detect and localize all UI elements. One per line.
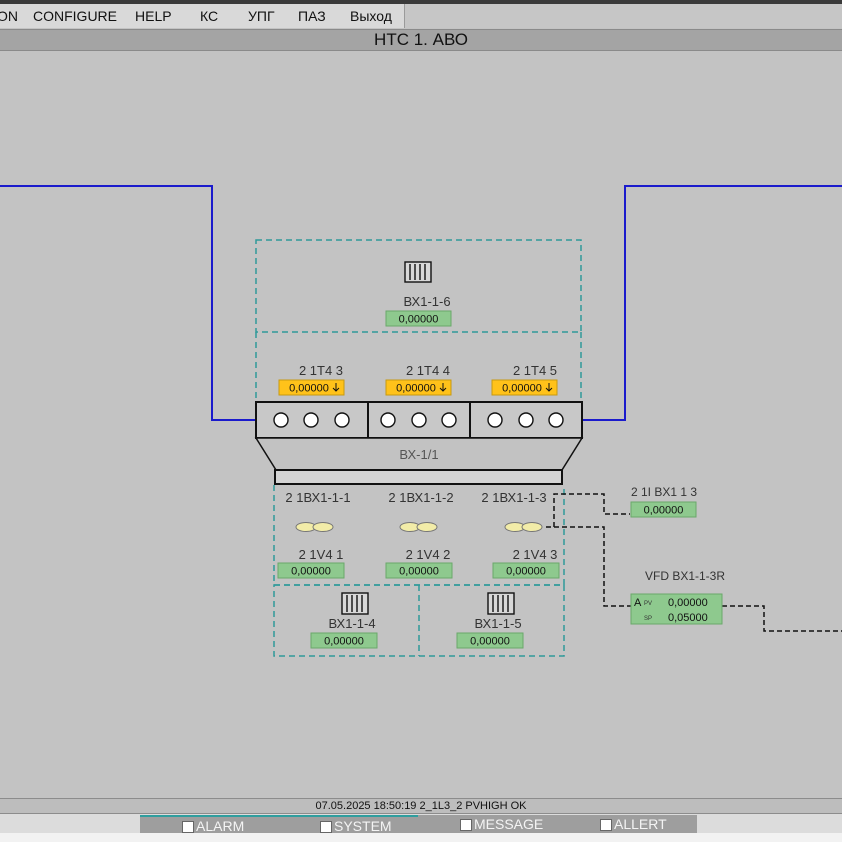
- temp-value-2: 0,00000: [396, 383, 436, 395]
- radiator-icon[interactable]: [404, 261, 432, 283]
- bottom-radiator-value-box-1[interactable]: [310, 632, 378, 649]
- signal-line: [546, 493, 842, 632]
- top-radiator-value: 0,00000: [399, 314, 439, 326]
- vib-value-1: 0,00000: [291, 566, 331, 578]
- vib-value-3: 0,00000: [506, 566, 546, 578]
- cooler-tube-bank[interactable]: [255, 401, 583, 439]
- fan-tag-2: 2 1ВХ1-1-2: [388, 490, 453, 505]
- bottom-radiator-value-1: 0,00000: [324, 636, 364, 648]
- vib-tag-2: 2 1V4 2: [406, 547, 451, 562]
- menu-item-help[interactable]: HELP: [135, 8, 172, 24]
- vib-value-box-1[interactable]: [277, 562, 345, 579]
- cooler-fan-deck: [274, 469, 563, 485]
- vfd-sp-label: SP: [644, 616, 652, 622]
- tab-alarm[interactable]: ALARM: [140, 815, 278, 834]
- vfd-faceplate[interactable]: [630, 593, 723, 625]
- top-radiator-label: ВХ1-1-6: [403, 294, 450, 309]
- tab-message-label: MESSAGE: [474, 816, 544, 832]
- cooler-label: ВХ-1/1: [399, 447, 438, 462]
- arrow-down-icon: [332, 383, 340, 392]
- page-title: НТС 1. АВО: [374, 30, 468, 49]
- vib-value-2: 0,00000: [399, 566, 439, 578]
- radiator-icon[interactable]: [487, 592, 515, 615]
- tab-allert-label: ALLERT: [614, 816, 667, 832]
- tab-system-label: SYSTEM: [334, 818, 392, 834]
- bottom-fan-group: [273, 485, 565, 657]
- vib-tag-3: 2 1V4 3: [513, 547, 558, 562]
- temp-tag-3: 2 1T4 5: [513, 363, 557, 378]
- vfd-tag: VFD BX1-1-3R: [645, 569, 725, 583]
- title-bar: НТС 1. АВО: [0, 29, 842, 51]
- status-strip: 07.05.2025 18:50:19 2_1L3_2 PVHIGH OK: [0, 798, 842, 813]
- vfd-sp-value: 0,05000: [668, 612, 708, 624]
- menu-group: [0, 4, 405, 28]
- bottom-radiator-value-2: 0,00000: [470, 636, 510, 648]
- temp-value-3: 0,00000: [502, 383, 542, 395]
- bottom-radiator-label-2: ВХ1-1-5: [474, 616, 521, 631]
- tab-system[interactable]: SYSTEM: [278, 815, 418, 834]
- checkbox[interactable]: [182, 821, 194, 833]
- menu-item-ks[interactable]: КС: [200, 8, 219, 24]
- menu-item-on[interactable]: ON: [0, 8, 18, 24]
- mimic-canvas: ВХ1-1-6 0,00000 2 1T4 3 2 1T4 4 2 1T4 5 …: [0, 51, 842, 799]
- menu-item-upg[interactable]: УПГ: [248, 8, 275, 24]
- checkbox[interactable]: [600, 819, 612, 831]
- vfd-pv-value: 0,00000: [668, 597, 708, 609]
- current-value: 0,00000: [644, 505, 684, 517]
- temp-value-box-1[interactable]: [278, 379, 345, 396]
- current-tag: 2 1I BX1 1 3: [631, 485, 697, 499]
- window-bottom-border: [0, 833, 842, 842]
- menu-item-exit[interactable]: Выход: [350, 8, 392, 24]
- temp-value-box-3[interactable]: [491, 379, 558, 396]
- fan-tag-1: 2 1ВХ1-1-1: [285, 490, 350, 505]
- temp-tag-2: 2 1T4 4: [406, 363, 450, 378]
- menu-item-paz[interactable]: ПАЗ: [298, 8, 326, 24]
- top-radiator-value-box[interactable]: [385, 310, 452, 327]
- tab-allert[interactable]: ALLERT: [558, 815, 697, 834]
- radiator-icon[interactable]: [341, 592, 369, 615]
- top-radiator-group: [255, 239, 582, 398]
- checkbox[interactable]: [460, 819, 472, 831]
- bottom-radiator-label-1: ВХ1-1-4: [328, 616, 375, 631]
- current-value-box[interactable]: [630, 501, 697, 518]
- bottom-radiator-value-box-2[interactable]: [456, 632, 524, 649]
- window-top-border: [0, 0, 842, 4]
- fan-tag-3: 2 1ВХ1-1-3: [481, 490, 546, 505]
- tab-alarm-label: ALARM: [196, 818, 245, 834]
- checkbox[interactable]: [320, 821, 332, 833]
- fan-icon[interactable]: [504, 522, 543, 532]
- tab-message[interactable]: MESSAGE: [418, 815, 558, 834]
- arrow-down-icon: [439, 383, 447, 392]
- pipe-left: [0, 185, 256, 421]
- fan-icon[interactable]: [295, 522, 334, 532]
- vfd-mode: A: [634, 597, 642, 609]
- vib-tag-1: 2 1V4 1: [299, 547, 344, 562]
- pipe-right: [582, 185, 842, 421]
- fan-icon[interactable]: [399, 522, 438, 532]
- temp-tag-1: 2 1T4 3: [299, 363, 343, 378]
- status-message: 07.05.2025 18:50:19 2_1L3_2 PVHIGH OK: [315, 800, 527, 812]
- temp-value-box-2[interactable]: [385, 379, 452, 396]
- vfd-pv-label: PV: [644, 601, 652, 607]
- vib-value-box-3[interactable]: [492, 562, 560, 579]
- vib-value-box-2[interactable]: [385, 562, 453, 579]
- arrow-down-icon: [545, 383, 553, 392]
- temp-value-1: 0,00000: [289, 383, 329, 395]
- menu-item-configure[interactable]: CONFIGURE: [33, 8, 117, 24]
- tab-bar: ALARM SYSTEM MESSAGE ALLERT: [0, 813, 842, 834]
